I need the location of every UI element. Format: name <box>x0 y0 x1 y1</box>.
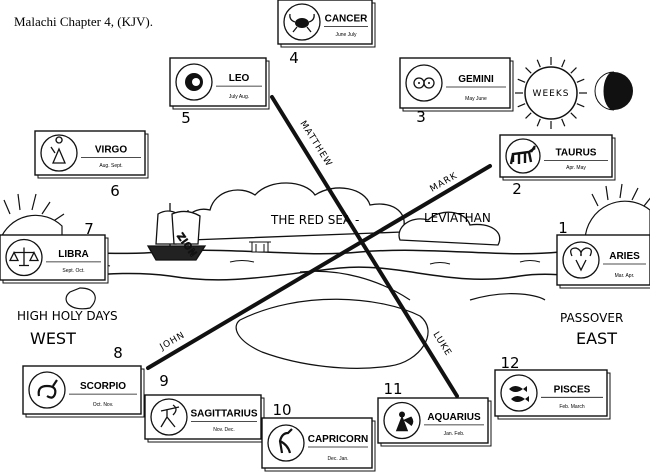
sign-number: 7 <box>84 220 94 238</box>
fish-icon <box>509 386 529 402</box>
sign-months: Jan. Feb. <box>444 431 465 437</box>
sign-emblem <box>40 134 78 172</box>
sign-months: Nov. Dec. <box>213 427 235 433</box>
sign-emblem <box>267 424 305 462</box>
sign-months: July Aug. <box>229 94 249 100</box>
zodiac-card-gemini: GEMINI May June 3 <box>399 57 514 126</box>
sign-number: 12 <box>500 354 519 372</box>
sign-months: Sept. Oct. <box>62 268 84 274</box>
sign-number: 8 <box>113 344 123 362</box>
sign-months: Feb. March <box>559 404 585 410</box>
gospel-lines <box>146 95 492 398</box>
moon-icon <box>594 71 633 111</box>
red-sea-label: THE RED SEA - <box>270 213 359 227</box>
sign-emblem <box>500 374 538 412</box>
west-sun-icon <box>0 193 65 241</box>
sign-emblem <box>28 371 66 409</box>
sign-number: 4 <box>289 49 299 67</box>
sign-emblem <box>505 138 541 174</box>
sign-months: June July <box>335 32 357 38</box>
bull-icon <box>509 145 536 165</box>
virgin-icon <box>50 136 66 164</box>
zodiac-card-pisces: PISCES Feb. March 12 <box>494 354 611 420</box>
high-holy-days-label: HIGH HOLY DAYS <box>17 309 118 323</box>
sign-number: 5 <box>181 109 191 127</box>
zodiac-card-sagittarius: SAGITTARIUS Nov. Dec. 9 <box>144 372 265 443</box>
sign-name: VIRGO <box>95 144 127 155</box>
zodiac-card-scorpio: SCORPIO Oct. Nov. 8 <box>22 344 145 418</box>
clouds <box>183 182 501 246</box>
luke-label: LUKE <box>430 330 453 358</box>
sign-name: CAPRICORN <box>308 434 369 445</box>
sign-name: LEO <box>229 73 250 84</box>
weeks-sun-icon: WEEKS <box>515 57 587 129</box>
lion-icon <box>185 73 203 91</box>
scales-icon <box>8 247 40 267</box>
sign-months: Apr. May <box>566 165 586 171</box>
zodiac-card-libra: LIBRA Sept. Oct. 7 <box>0 220 109 284</box>
sign-name: LIBRA <box>58 249 89 260</box>
zodiac-card-taurus: TAURUS Apr. May 2 <box>499 134 616 198</box>
sign-name: GEMINI <box>458 74 494 85</box>
zodiac-card-aquarius: AQUARIUS Jan. Feb. 11 <box>377 380 492 447</box>
sign-name: AQUARIUS <box>427 412 481 423</box>
east-sun-icon <box>584 183 650 241</box>
zodiac-card-cancer: CANCER June July 4 <box>277 0 376 67</box>
zodiac-card-virgo: VIRGO Aug. Sept. 6 <box>34 130 149 200</box>
scorpion-icon <box>37 379 58 399</box>
sign-number: 3 <box>416 108 426 126</box>
sign-emblem <box>562 241 600 279</box>
archer-icon <box>160 404 180 428</box>
sign-emblem <box>150 398 188 436</box>
zodiac-card-capricorn: CAPRICORN Dec. Jan. 10 <box>261 401 376 472</box>
sign-months: Dec. Jan. <box>327 456 348 462</box>
sign-number: 2 <box>512 180 522 198</box>
sign-number: 6 <box>110 182 120 200</box>
east-label: EAST <box>576 329 617 348</box>
water-bearer-icon <box>395 411 414 432</box>
sign-number: 11 <box>383 380 402 398</box>
sign-months: May June <box>465 96 487 102</box>
sign-name: ARIES <box>609 251 640 262</box>
matthew-luke-line <box>270 95 459 398</box>
sign-name: PISCES <box>554 384 591 395</box>
twins-icon <box>413 77 435 89</box>
john-mark-line <box>146 164 492 370</box>
zodiac-card-leo: LEO July Aug. 5 <box>169 57 270 127</box>
ship-icon: ZION <box>146 203 207 261</box>
page-title: Malachi Chapter 4, (KJV). <box>14 14 153 29</box>
sign-number: 10 <box>272 401 291 419</box>
sign-months: Aug. Sept. <box>99 163 122 169</box>
sign-name: SAGITTARIUS <box>190 408 257 419</box>
sign-months: Mar. Apr. <box>615 273 635 279</box>
sign-name: SCORPIO <box>80 381 126 392</box>
sign-number: 9 <box>159 372 169 390</box>
ram-icon <box>570 247 592 272</box>
crab-icon <box>289 13 315 33</box>
landmasses <box>65 270 546 369</box>
sign-months: Oct. Nov. <box>93 402 113 408</box>
west-label: WEST <box>30 329 76 348</box>
zodiac-card-aries: ARIES Mar. Apr. 1 <box>556 219 650 289</box>
temple-icon <box>249 241 271 253</box>
passover-label: PASSOVER <box>560 311 623 325</box>
sign-number: 1 <box>558 219 568 237</box>
goat-icon <box>278 428 293 454</box>
weeks-label: WEEKS <box>533 89 570 99</box>
sign-name: CANCER <box>325 13 369 24</box>
sign-name: TAURUS <box>556 148 597 159</box>
leviathan-label: LEVIATHAN <box>424 211 491 225</box>
